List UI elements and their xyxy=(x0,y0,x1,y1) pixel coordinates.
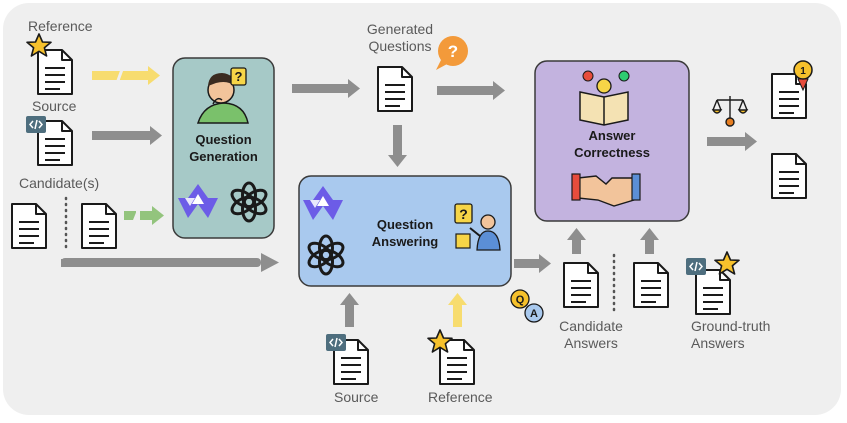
presenter-icon: ? xyxy=(454,203,501,251)
candidate-answer-doc-1 xyxy=(563,262,599,308)
candidate-answers-label: Candidate Answers xyxy=(559,318,623,351)
svg-text:A: A xyxy=(530,308,538,320)
reference-bottom-arrow xyxy=(448,293,467,327)
arrows xyxy=(61,79,757,327)
generated-questions-doc xyxy=(377,66,413,112)
ground-truth-answers-label: Ground-truth Answers xyxy=(691,318,771,351)
candidate-doc-1 xyxy=(11,203,47,249)
svg-text:?: ? xyxy=(235,69,243,84)
svg-text:?: ? xyxy=(448,42,458,61)
source-bottom-label: Source xyxy=(334,389,379,405)
candidate-arrow xyxy=(124,203,164,225)
book-lightbulb-icon xyxy=(579,70,630,126)
thinking-person-icon: ? xyxy=(196,67,249,124)
qa-bubble-icon: Q A xyxy=(510,289,544,323)
output-doc-2 xyxy=(771,153,807,199)
balance-scale-icon xyxy=(711,96,749,127)
source-label: Source xyxy=(32,98,77,114)
svg-text:Q: Q xyxy=(516,294,525,306)
candidates-label: Candidate(s) xyxy=(19,175,100,191)
reference-arrow xyxy=(92,63,160,87)
svg-text:?: ? xyxy=(459,206,468,222)
medal-icon: 1 xyxy=(793,60,813,92)
reference-bottom-label: Reference xyxy=(428,389,493,405)
ground-truth-doc xyxy=(695,269,731,315)
candidate-doc-2 xyxy=(81,203,117,249)
candidate-answer-doc-2 xyxy=(633,262,669,308)
question-generation-title: Question Generation xyxy=(189,132,258,164)
code-icon xyxy=(685,257,707,276)
question-bubble-icon: ? xyxy=(436,36,468,70)
question-answering-title: Question Answering xyxy=(371,217,439,249)
reference-doc xyxy=(37,49,73,95)
answer-correctness-title: Answer Correctness xyxy=(574,128,650,160)
svg-text:1: 1 xyxy=(800,66,806,77)
generated-questions-label: Generated Questions xyxy=(366,21,434,54)
handshake-icon xyxy=(571,173,641,207)
reference-label: Reference xyxy=(28,18,93,34)
code-icon xyxy=(325,333,347,352)
code-icon xyxy=(25,115,47,134)
